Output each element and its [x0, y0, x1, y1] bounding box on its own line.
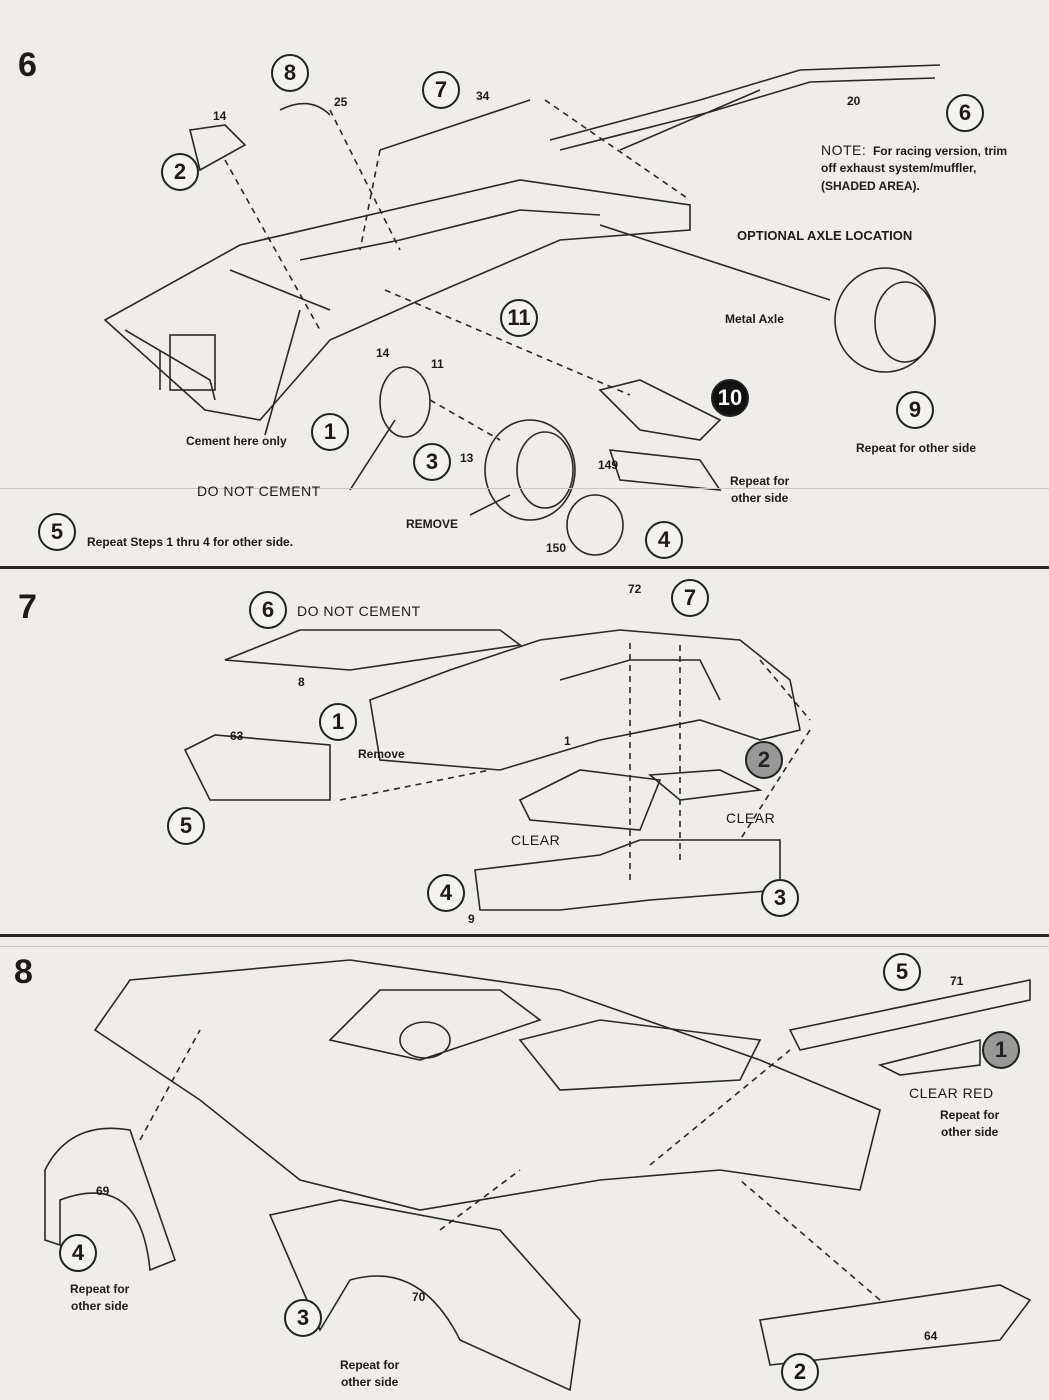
part-number: 25	[334, 95, 348, 109]
callout: 11	[500, 299, 538, 337]
part-number: 13	[460, 451, 474, 465]
body-shell-drawing	[369, 629, 801, 771]
part-number: 20	[847, 94, 861, 108]
repeat-line: other side	[70, 1299, 129, 1314]
note-line: For racing version, trim	[872, 144, 1007, 158]
part-number: 149	[598, 458, 619, 472]
repeat-line: Repeat for	[730, 474, 790, 488]
callout: 1	[982, 1031, 1020, 1069]
fender-70	[268, 1199, 581, 1392]
callout: 8	[271, 54, 309, 92]
repeat-steps-label: Repeat Steps 1 thru 4 for other side.	[87, 535, 294, 549]
fold-crease	[0, 946, 1049, 947]
optional-axle-label: OPTIONAL AXLE LOCATION	[737, 228, 913, 243]
part-number: 9	[468, 912, 475, 926]
clear-label: CLEAR	[726, 810, 776, 826]
part-number: 14	[376, 346, 390, 360]
repeat-line: other side	[940, 1125, 999, 1140]
fold-crease	[0, 488, 1049, 489]
repeat-label: Repeat for other side	[730, 473, 789, 508]
callout: 4	[645, 521, 683, 559]
part-number: 72	[628, 582, 642, 596]
fender-flare-69	[44, 1127, 177, 1272]
car-body-drawing	[93, 959, 881, 1211]
bumper-drawing	[183, 734, 331, 801]
part-number: 11	[431, 357, 444, 371]
part-number: 1	[564, 734, 571, 748]
step-number-7: 7	[18, 588, 37, 626]
note-line: (SHADED AREA).	[821, 178, 920, 193]
repeat-line: Repeat for	[70, 1282, 130, 1296]
step-divider	[0, 566, 1049, 569]
remove-label: REMOVE	[406, 517, 459, 531]
front-wheel	[484, 419, 576, 521]
callout: 1	[311, 413, 349, 451]
callout: 4	[59, 1234, 97, 1272]
callout: 5	[883, 953, 921, 991]
part-number: 14	[213, 109, 227, 123]
repeat-line: Repeat for	[340, 1358, 400, 1372]
callout: 1	[319, 703, 357, 741]
callout: 9	[896, 391, 934, 429]
chassis-drawing	[103, 179, 691, 421]
note-line: off exhaust system/muffler,	[821, 161, 977, 176]
part-number: 69	[96, 1184, 110, 1198]
metal-axle-label: Metal Axle	[725, 312, 784, 326]
note-heading: NOTE:	[821, 142, 867, 158]
callout: 5	[167, 807, 205, 845]
callout: 5	[38, 513, 76, 551]
part-number: 64	[924, 1329, 938, 1343]
part-number: 34	[476, 89, 490, 103]
callout: 3	[284, 1299, 322, 1337]
window-drawing	[518, 769, 763, 831]
bumper-64	[759, 1284, 1032, 1366]
exhaust-drawing	[549, 64, 941, 151]
callout: 4	[427, 874, 465, 912]
step-number-8: 8	[14, 953, 33, 991]
callout: 7	[671, 579, 709, 617]
repeat-line: Repeat for	[940, 1108, 1000, 1122]
repeat-label: Repeat for other side	[856, 441, 977, 455]
remove-label: Remove	[358, 747, 405, 761]
cement-here-label: Cement here only	[186, 434, 287, 448]
do-not-cement-label: DO NOT CEMENT	[297, 603, 421, 619]
do-not-cement-label: DO NOT CEMENT	[197, 483, 321, 499]
clear-label: CLEAR	[511, 832, 561, 848]
repeat-label: Repeat for other side	[70, 1281, 129, 1316]
callout: 6	[946, 94, 984, 132]
callout: 3	[413, 443, 451, 481]
clear-red-label: CLEAR RED	[909, 1085, 994, 1101]
axle-rod	[599, 224, 831, 301]
note: NOTE: For racing version, trim off exhau…	[821, 140, 1007, 195]
callout: 10	[711, 379, 749, 417]
step-number-6: 6	[18, 46, 37, 84]
repeat-label: Repeat for other side	[340, 1357, 399, 1392]
spoiler-drawing	[788, 979, 1031, 1051]
callout: 2	[745, 741, 783, 779]
step-divider	[0, 934, 1049, 937]
callout: 3	[761, 879, 799, 917]
callout: 2	[781, 1353, 819, 1391]
taillight-drawing	[877, 1038, 981, 1076]
hood-drawing	[224, 629, 523, 671]
callout: 6	[249, 591, 287, 629]
part-number: 70	[412, 1290, 426, 1304]
part-number: 150	[546, 541, 567, 555]
repeat-label: Repeat for other side	[940, 1107, 999, 1142]
repeat-line: other side	[730, 491, 789, 506]
interior-drawing	[474, 839, 781, 911]
part-number: 8	[298, 675, 305, 689]
part-number: 71	[950, 974, 964, 988]
part-number: 63	[230, 729, 244, 743]
callout: 7	[422, 71, 460, 109]
repeat-line: other side	[340, 1375, 399, 1390]
callout: 2	[161, 153, 199, 191]
